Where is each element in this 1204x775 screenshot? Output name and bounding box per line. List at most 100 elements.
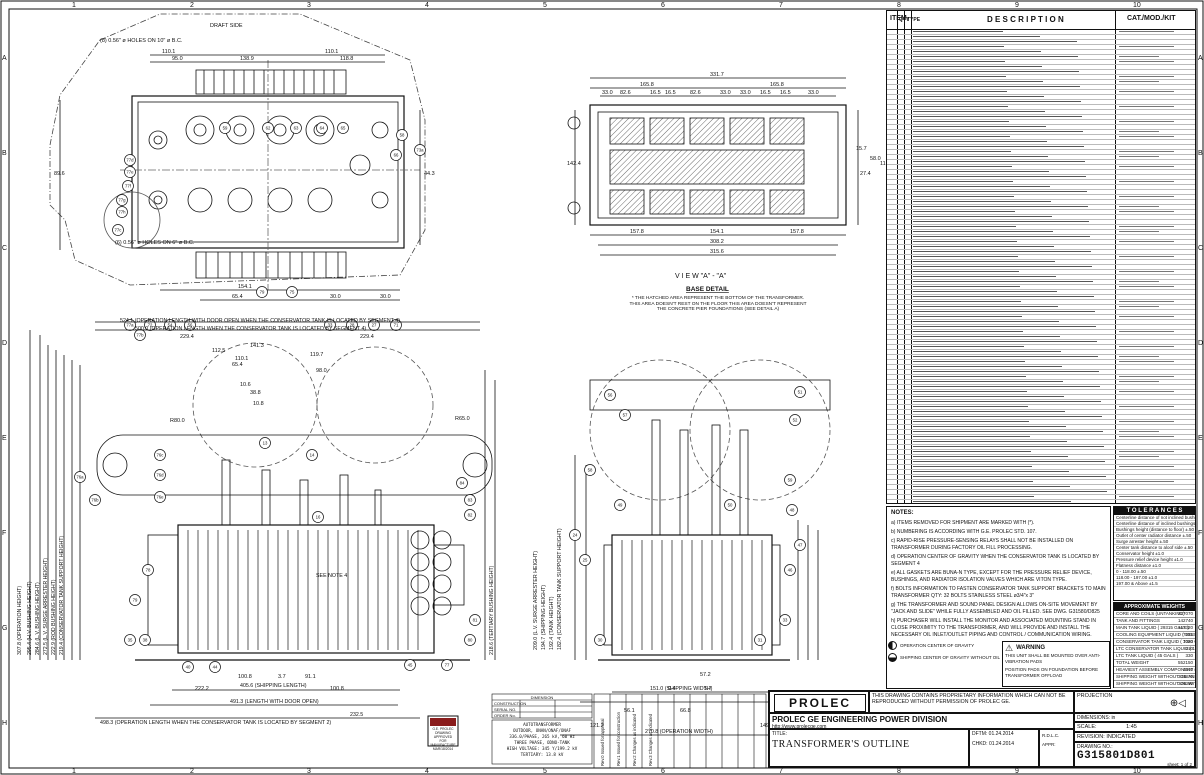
item-balloon [154, 491, 166, 503]
bom-row [887, 465, 1195, 470]
item-balloon [404, 659, 416, 671]
bom-row [887, 115, 1195, 120]
bom-row [887, 245, 1195, 250]
item-balloon-label: 56 [608, 393, 613, 398]
dim-conservator-height: 219.4 (CONSERVATOR TANK SUPPORT HEIGHT) [59, 536, 65, 655]
title-cell: TITLE: TRANSFORMER'S OUTLINE [769, 729, 969, 767]
item-balloon-label: 83 [468, 498, 473, 503]
bom-row [887, 440, 1195, 445]
item-balloon-label: 79 [133, 598, 138, 603]
revision-entry: Rev.3 Changes as indicated [648, 713, 653, 766]
bom-row [887, 415, 1195, 420]
bom-row [887, 40, 1195, 45]
weight-row: CORE AND COILS (UNTANKING)227070 [1114, 611, 1195, 618]
bom-row [887, 285, 1195, 290]
weight-row: CONSERVATOR TANK LIQUID ( 1020 GALS )708… [1114, 639, 1195, 646]
note-item: e) ALL GASKETS ARE BUNA-N TYPE, EXCEPT F… [891, 570, 1092, 583]
nameplate-line: HIGH VOLTAGE: 345 Y/199.2 kV [506, 746, 578, 751]
bom-row [887, 355, 1195, 360]
bom-row [887, 90, 1195, 95]
item-balloon [262, 122, 274, 134]
title-label: TITLE: [772, 731, 788, 737]
bom-row [887, 420, 1195, 425]
front-view [29, 321, 496, 719]
nameplate-text: AUTOTRANSFORMER OUTDOOR, ONAN/ONAF/ONAF … [494, 722, 590, 758]
base-detail-dimension: 165.8 [640, 82, 654, 88]
side-view-dimension: 0.4 [668, 686, 676, 692]
notes-title: NOTES: [891, 510, 914, 516]
nameplate-box [491, 719, 593, 765]
top-view-dimension: 138.9 [240, 56, 254, 62]
grid-row-label: B [1198, 150, 1203, 157]
front-view-dimension: 91.1 [305, 674, 316, 680]
item-balloon [396, 129, 408, 141]
item-balloon [154, 469, 166, 481]
item-balloon [116, 194, 128, 206]
base-detail-dimension: 16.5 [665, 90, 676, 96]
title-block: PROLEC THIS DRAWING CONTAINS PROPRIETARY… [768, 690, 1196, 768]
bom-row [887, 250, 1195, 255]
signoff-cell: DFTM: 01.24.2014 CHKD: 01.24.2014 [969, 729, 1039, 767]
top-view-dimension: 89.6 [54, 171, 65, 177]
bom-row [887, 60, 1195, 65]
item-balloon [456, 477, 468, 489]
weight-label: CONSERVATOR TANK LIQUID ( 1020 GALS ) [1116, 639, 1195, 644]
position-pads-text: POSITION PADS ON FOUNDATION BEFORE TRANS… [1005, 667, 1099, 678]
item-balloon-label: 77a [126, 323, 134, 328]
item-balloon [579, 554, 591, 566]
dim-shipping-length: 405.6 (SHIPPING LENGTH) [240, 683, 307, 689]
item-balloon-label: 77d [126, 158, 134, 163]
grid-col-label: 7 [779, 768, 783, 775]
item-balloon-label: 44 [213, 665, 218, 670]
weight-value: 7080 [1182, 639, 1193, 644]
item-balloon-label: 76b [91, 498, 99, 503]
item-balloon [594, 634, 606, 646]
serial-table [491, 693, 593, 719]
front-view-dimension: 141.3 [250, 343, 264, 349]
bom-row [887, 495, 1195, 500]
item-balloon-label: 75 [290, 290, 295, 295]
bom-row [887, 165, 1195, 170]
base-detail-dimension: 16.5 [780, 90, 791, 96]
item-balloon [464, 634, 476, 646]
tolerance-row: Center tank distance to aloof side ±.50 [1114, 545, 1195, 551]
item-balloon-label: 76e [156, 495, 164, 500]
bom-row [887, 235, 1195, 240]
item-balloon [390, 149, 402, 161]
bom-row [887, 230, 1195, 235]
weight-row: LTC TANK LIQUID ( 45 GALS )330 [1114, 653, 1195, 660]
bom-row [887, 270, 1195, 275]
bom-row [887, 45, 1195, 50]
grid-row-label: A [1198, 55, 1203, 62]
weight-label: TANK AND FITTINGS [1116, 618, 1160, 623]
bom-row [887, 155, 1195, 160]
bom-row [887, 70, 1195, 75]
radius-dimension: R80.0 [170, 418, 185, 424]
scale-value: 1:45 [1126, 724, 1137, 730]
item-balloon-label: 76c [157, 453, 165, 458]
item-balloon [154, 449, 166, 461]
weight-row: LTC CONSERVATOR TANK LIQUID ( 13 GALS )2… [1114, 646, 1195, 653]
cog-shipping-label: SHIPPING CENTER OF GRAVITY WITHOUT OIL [900, 654, 1001, 660]
revision-label: REVISION: [1077, 734, 1105, 740]
weight-row: SHIPPING WEIGHT WITHOUT OIL AND WITH PAN… [1114, 674, 1195, 681]
item-balloon-label: 51 [798, 390, 803, 395]
bom-row [887, 145, 1195, 150]
item-balloon [789, 414, 801, 426]
dim-arrester-height: 272.5 (L.V. SURGE ARRESTER HEIGHT) [43, 558, 49, 655]
grid-col-label: 8 [897, 2, 901, 9]
front-view-dimension: 100.8 [238, 674, 252, 680]
tolerance-row: Pressure relief device height ±1.0 [1114, 557, 1195, 563]
notes-panel: NOTES: a) ITEMS REMOVED FOR SHIPMENT ARE… [886, 506, 1111, 689]
weight-row: MAIN TANK LIQUID ( 29315 GALS )167320 [1114, 625, 1195, 632]
item-balloon [286, 286, 298, 298]
projection-cell: PROJECTION ⊕◁ [1074, 691, 1195, 713]
top-view-dimension: 154.1 [238, 284, 252, 290]
grid-col-label: 5 [543, 768, 547, 775]
dim-rod-height: 222.9 (ROD BUSHING HEIGHT) [51, 579, 57, 655]
bom-row [887, 315, 1195, 320]
base-detail-dimension: 27.4 [860, 171, 871, 177]
nameplate-line: TERTIARY: 13.8 kV [520, 752, 564, 757]
item-balloon [604, 389, 616, 401]
